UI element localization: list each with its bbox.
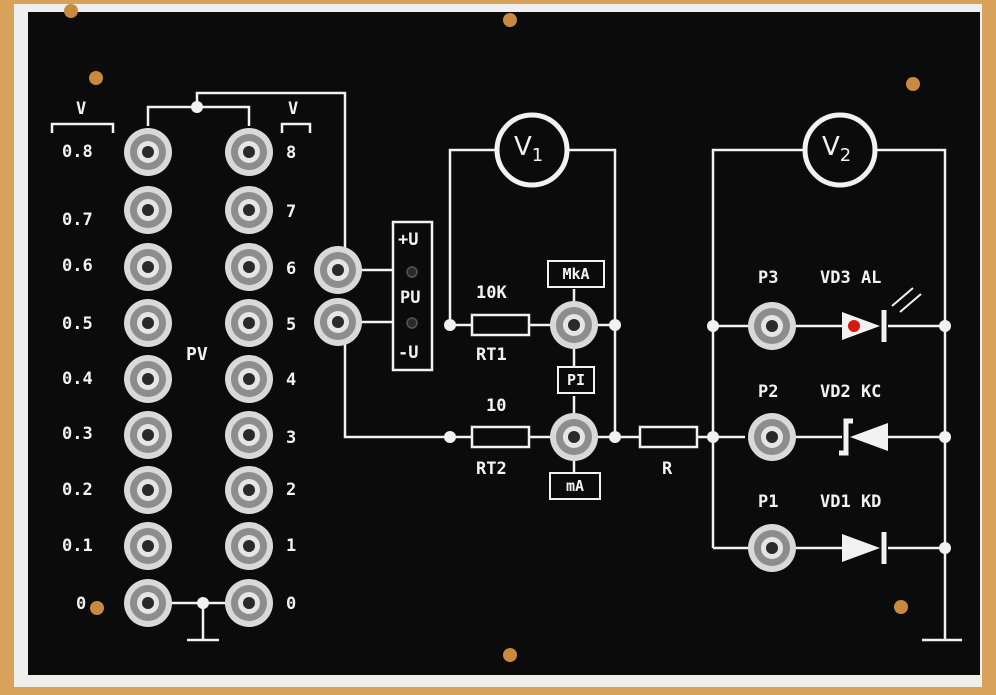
terminal-pv-left-0.1 bbox=[124, 522, 172, 570]
pv-left-level: 0.4 bbox=[62, 369, 93, 389]
diode-label-vd1: VD1 KD bbox=[820, 492, 882, 512]
terminal-pv-right-0 bbox=[225, 579, 273, 627]
terminal-pv-left-0.4 bbox=[124, 355, 172, 403]
terminal-pv-right-1 bbox=[225, 522, 273, 570]
terminal-pv-right-3 bbox=[225, 411, 273, 459]
terminal-pv-left-0.5 bbox=[124, 299, 172, 347]
rt2-name: RT2 bbox=[476, 459, 507, 479]
pv-left-level: 0.8 bbox=[62, 142, 93, 162]
pv-right-level: 2 bbox=[286, 480, 297, 500]
port-label-p1: P1 bbox=[758, 492, 779, 512]
pv-right-level: 0 bbox=[286, 594, 297, 614]
diode-label-vd2: VD2 KC bbox=[820, 382, 882, 402]
terminal-pv-right-6 bbox=[225, 243, 273, 291]
pv-left-level: 0.6 bbox=[62, 256, 93, 276]
led-indicator bbox=[848, 320, 860, 332]
pv-left-level: 0.7 bbox=[62, 210, 93, 230]
terminal-p2 bbox=[748, 413, 796, 461]
power-name-label: PU bbox=[400, 288, 421, 308]
port-label-p2: P2 bbox=[758, 382, 779, 402]
diode-symbols bbox=[839, 287, 922, 564]
power-sockets[interactable] bbox=[406, 266, 418, 329]
terminal-pv-right-8 bbox=[225, 128, 273, 176]
pv-left-level: 0 bbox=[76, 594, 87, 614]
v1-symbol: V1 bbox=[514, 132, 543, 165]
socket-plus bbox=[406, 266, 418, 278]
power-plus-label: +U bbox=[398, 230, 419, 250]
terminal-ma bbox=[550, 413, 598, 461]
pv-right-level: 7 bbox=[286, 202, 297, 222]
terminal-power-minus bbox=[314, 298, 362, 346]
terminal-pv-left-0.2 bbox=[124, 466, 172, 514]
pv-left-level: 0.1 bbox=[62, 536, 93, 556]
terminal-pv-right-5 bbox=[225, 299, 273, 347]
pv-right-level: 1 bbox=[286, 536, 297, 556]
terminal-pv-right-7 bbox=[225, 186, 273, 234]
ma-box: mA bbox=[549, 472, 601, 500]
pv-right-unit: V bbox=[288, 99, 299, 119]
rt2-value: 10 bbox=[486, 396, 507, 416]
terminal-pv-left-0.7 bbox=[124, 186, 172, 234]
terminal-pv-right-2 bbox=[225, 466, 273, 514]
socket-minus bbox=[406, 317, 418, 329]
v1-index: 1 bbox=[531, 145, 544, 166]
terminal-mka bbox=[550, 301, 598, 349]
v1-letter: V bbox=[514, 132, 532, 162]
terminal-pv-left-0.8 bbox=[124, 128, 172, 176]
resistor-r-label: R bbox=[662, 459, 673, 479]
pv-right-level: 5 bbox=[286, 315, 297, 335]
pv-left-level: 0.5 bbox=[62, 314, 93, 334]
mka-box: MkA bbox=[547, 260, 605, 288]
terminal-p3 bbox=[748, 302, 796, 350]
v2-symbol: V2 bbox=[822, 132, 851, 165]
v2-index: 2 bbox=[839, 145, 852, 166]
rt1-name: RT1 bbox=[476, 345, 507, 365]
terminal-pv-left-0 bbox=[124, 579, 172, 627]
pv-left-level: 0.3 bbox=[62, 424, 93, 444]
pv-right-level: 6 bbox=[286, 259, 297, 279]
terminal-pv-left-0.3 bbox=[124, 411, 172, 459]
terminal-pv-left-0.6 bbox=[124, 243, 172, 291]
pv-left-level: 0.2 bbox=[62, 480, 93, 500]
terminal-p1 bbox=[748, 524, 796, 572]
pv-right-level: 3 bbox=[286, 428, 297, 448]
pv-left-unit: V bbox=[76, 99, 87, 119]
junction-dots bbox=[191, 101, 951, 609]
port-label-p3: P3 bbox=[758, 268, 779, 288]
diode-label-vd3: VD3 AL bbox=[820, 268, 882, 288]
terminals[interactable] bbox=[124, 128, 796, 627]
rt1-value: 10K bbox=[476, 283, 507, 303]
terminal-pv-right-4 bbox=[225, 355, 273, 403]
terminal-power-plus bbox=[314, 246, 362, 294]
wiring bbox=[50, 91, 962, 642]
pv-label: PV bbox=[186, 344, 208, 365]
pv-right-level: 4 bbox=[286, 370, 297, 390]
black-panel bbox=[28, 12, 980, 675]
v2-letter: V bbox=[822, 132, 840, 162]
power-minus-label: -U bbox=[398, 343, 419, 363]
mounting-holes bbox=[64, 4, 920, 662]
pv-right-level: 8 bbox=[286, 143, 297, 163]
pi-box: PI bbox=[557, 366, 595, 394]
